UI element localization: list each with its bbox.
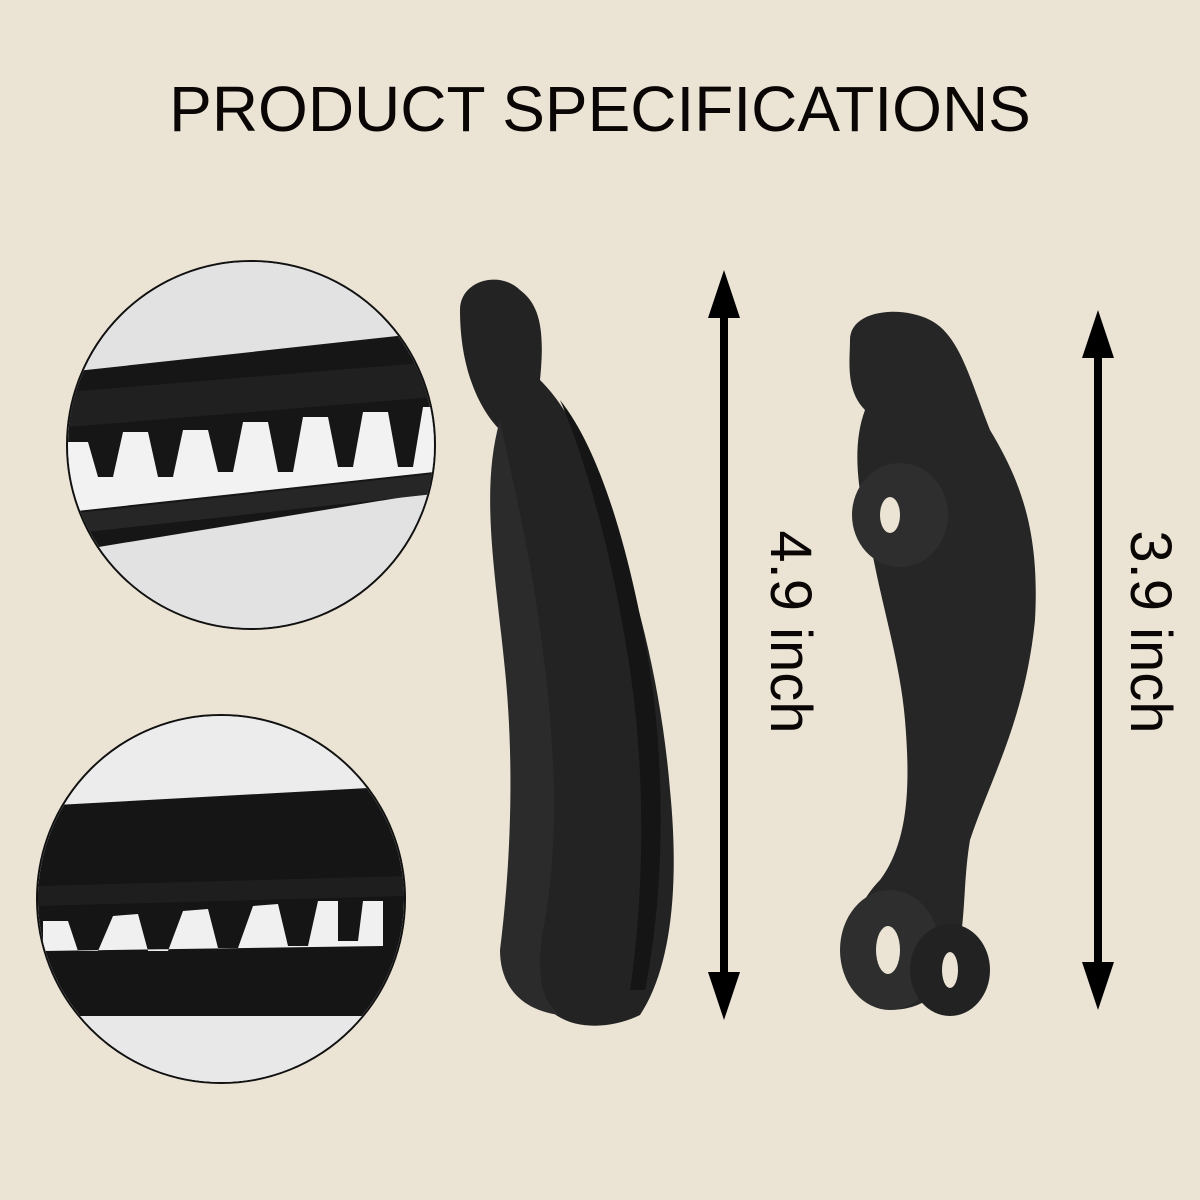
banana-clip-ridged-image (440, 270, 700, 1030)
detail-view-teeth-top (66, 260, 436, 630)
dimension-arrow-3-9 (1080, 310, 1116, 1010)
banana-clip-twisted-image (820, 300, 1050, 1020)
length-label-4-9: 4.9 inch (758, 530, 823, 734)
page-title: PRODUCT SPECIFICATIONS (169, 73, 1031, 145)
detail-view-teeth-bottom (36, 714, 406, 1084)
dimension-arrow-4-9 (706, 270, 742, 1020)
length-label-3-9: 3.9 inch (1118, 530, 1183, 734)
teeth-closeup-image-2 (38, 716, 404, 1082)
teeth-closeup-image (68, 262, 434, 628)
